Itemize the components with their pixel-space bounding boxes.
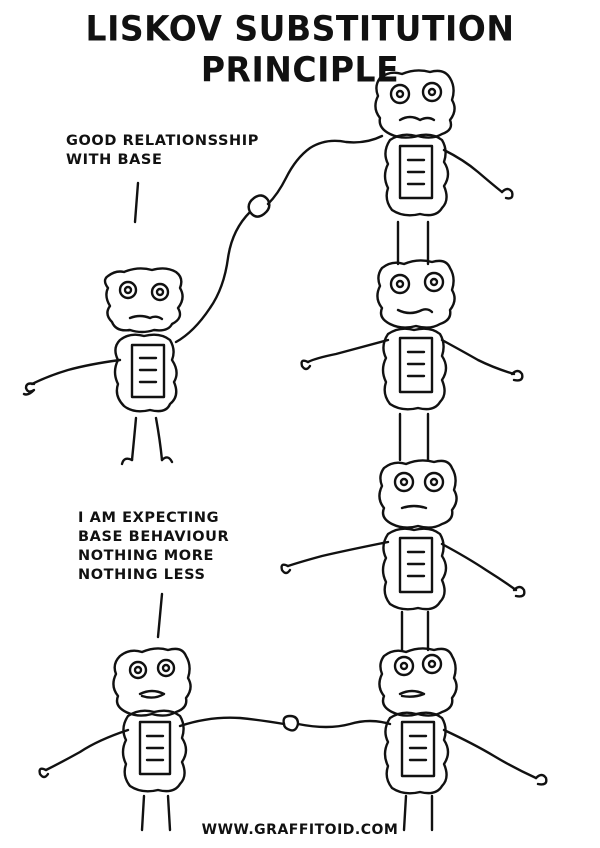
caption-line: GOOD RELATIONSSHIP (66, 133, 259, 149)
robot-pupil (427, 659, 437, 669)
robot-eye (423, 471, 445, 493)
robot-eye (150, 282, 170, 302)
page-title: LISKOV SUBSTITUTION PRINCIPLE (85, 8, 515, 90)
speech-pointer-top (133, 181, 140, 224)
robot-arm-right (178, 716, 286, 728)
tower-robot-4 (378, 647, 548, 832)
robot-arm-right (440, 338, 516, 376)
robot-body (383, 711, 450, 795)
grip-knot (282, 714, 300, 732)
robot-body (381, 327, 448, 411)
robot-mouth (398, 689, 426, 698)
robot-legs (396, 220, 430, 266)
robot-eye (389, 273, 411, 295)
robot-eye (118, 280, 138, 300)
robot-pupil (395, 279, 405, 289)
robot-head (378, 459, 458, 529)
robot-body (121, 709, 188, 793)
robot-arm-right (440, 542, 518, 592)
robot-eye (421, 653, 443, 675)
robot-arm-left (286, 540, 390, 568)
robot-hand-left (22, 382, 36, 396)
robot-hand-right (510, 369, 524, 382)
robot-pupil (161, 663, 171, 673)
robot-head (374, 69, 456, 139)
robot-legs (140, 794, 172, 832)
robot-eye (128, 660, 148, 680)
robot-mouth (138, 689, 166, 699)
robot-head (112, 647, 192, 717)
robot-head (378, 647, 458, 717)
robot-mouth (398, 115, 436, 122)
tower-robot-4-arm-left (296, 719, 392, 729)
robot-eye (393, 655, 415, 677)
robot-chest-panel (398, 536, 434, 594)
robot-head (376, 259, 456, 329)
robot-mouth (400, 504, 428, 510)
robot-mouth (396, 308, 434, 315)
tower-robot-1-arm-left (266, 134, 384, 206)
robot-arm-right (442, 148, 504, 194)
robot-arm-left (44, 728, 130, 772)
robot-arm-left (306, 338, 390, 364)
robot-arm-left (30, 358, 122, 386)
tower-robot-1 (374, 69, 514, 266)
caption-line: I AM EXPECTING (78, 510, 220, 526)
robot-body (113, 333, 178, 413)
robot-legs (130, 416, 164, 462)
speech-pointer-bottom (156, 592, 164, 639)
robot-hand-left (300, 359, 312, 371)
tower-robot-2 (300, 259, 524, 462)
tower-robot-3 (280, 459, 526, 652)
robot-pupil (427, 87, 437, 97)
robot-pupil (133, 665, 143, 675)
robot-eye (156, 658, 176, 678)
robot-hand-right (500, 187, 514, 200)
website-credit: WWW.GRAFFITOID.COM (201, 822, 399, 838)
robot-hand-right (512, 585, 526, 598)
speech-caption-bottom: I AM EXPECTING BASE BEHAVIOUR NOTHING MO… (78, 509, 229, 585)
caption-line: BASE BEHAVIOUR (78, 529, 230, 545)
robot-hand-left (280, 563, 292, 575)
speech-caption-top: GOOD RELATIONSSHIP WITH BASE (66, 132, 259, 170)
robot-body (381, 527, 448, 611)
caption-line: NOTHING MORE (78, 548, 214, 564)
robot-chest-panel (138, 720, 172, 776)
robot-eye (421, 81, 443, 103)
robot-pupil (429, 477, 439, 487)
robot-pupil (395, 89, 405, 99)
robot-pupil (399, 661, 409, 671)
robot-arm-right (174, 210, 252, 344)
robot-hand-left (38, 767, 50, 779)
robot-legs (402, 794, 434, 832)
robot-head (103, 267, 184, 334)
robot-mouth (128, 314, 164, 321)
caption-line: WITH BASE (66, 152, 163, 168)
robot-pupil (123, 285, 133, 295)
robot-body (383, 133, 450, 217)
robot-chest-panel (398, 336, 434, 394)
left-robot-bottom (38, 647, 192, 832)
robot-legs (400, 610, 430, 652)
robot-eye (393, 471, 415, 493)
robot-feet (120, 456, 174, 466)
robot-chest-panel (400, 720, 436, 778)
caption-line: NOTHING LESS (78, 567, 206, 583)
left-robot-top (22, 210, 252, 466)
robot-legs (398, 412, 430, 462)
robot-eye (389, 83, 411, 105)
robot-chest-panel (398, 144, 434, 200)
robot-chest-panel (130, 343, 166, 399)
robot-pupil (155, 287, 165, 297)
robot-arm-right (442, 728, 538, 780)
robot-eye (423, 271, 445, 293)
robot-pupil (399, 477, 409, 487)
robot-hand-right (534, 773, 548, 786)
grip-knot (247, 194, 271, 218)
robot-pupil (429, 277, 439, 287)
